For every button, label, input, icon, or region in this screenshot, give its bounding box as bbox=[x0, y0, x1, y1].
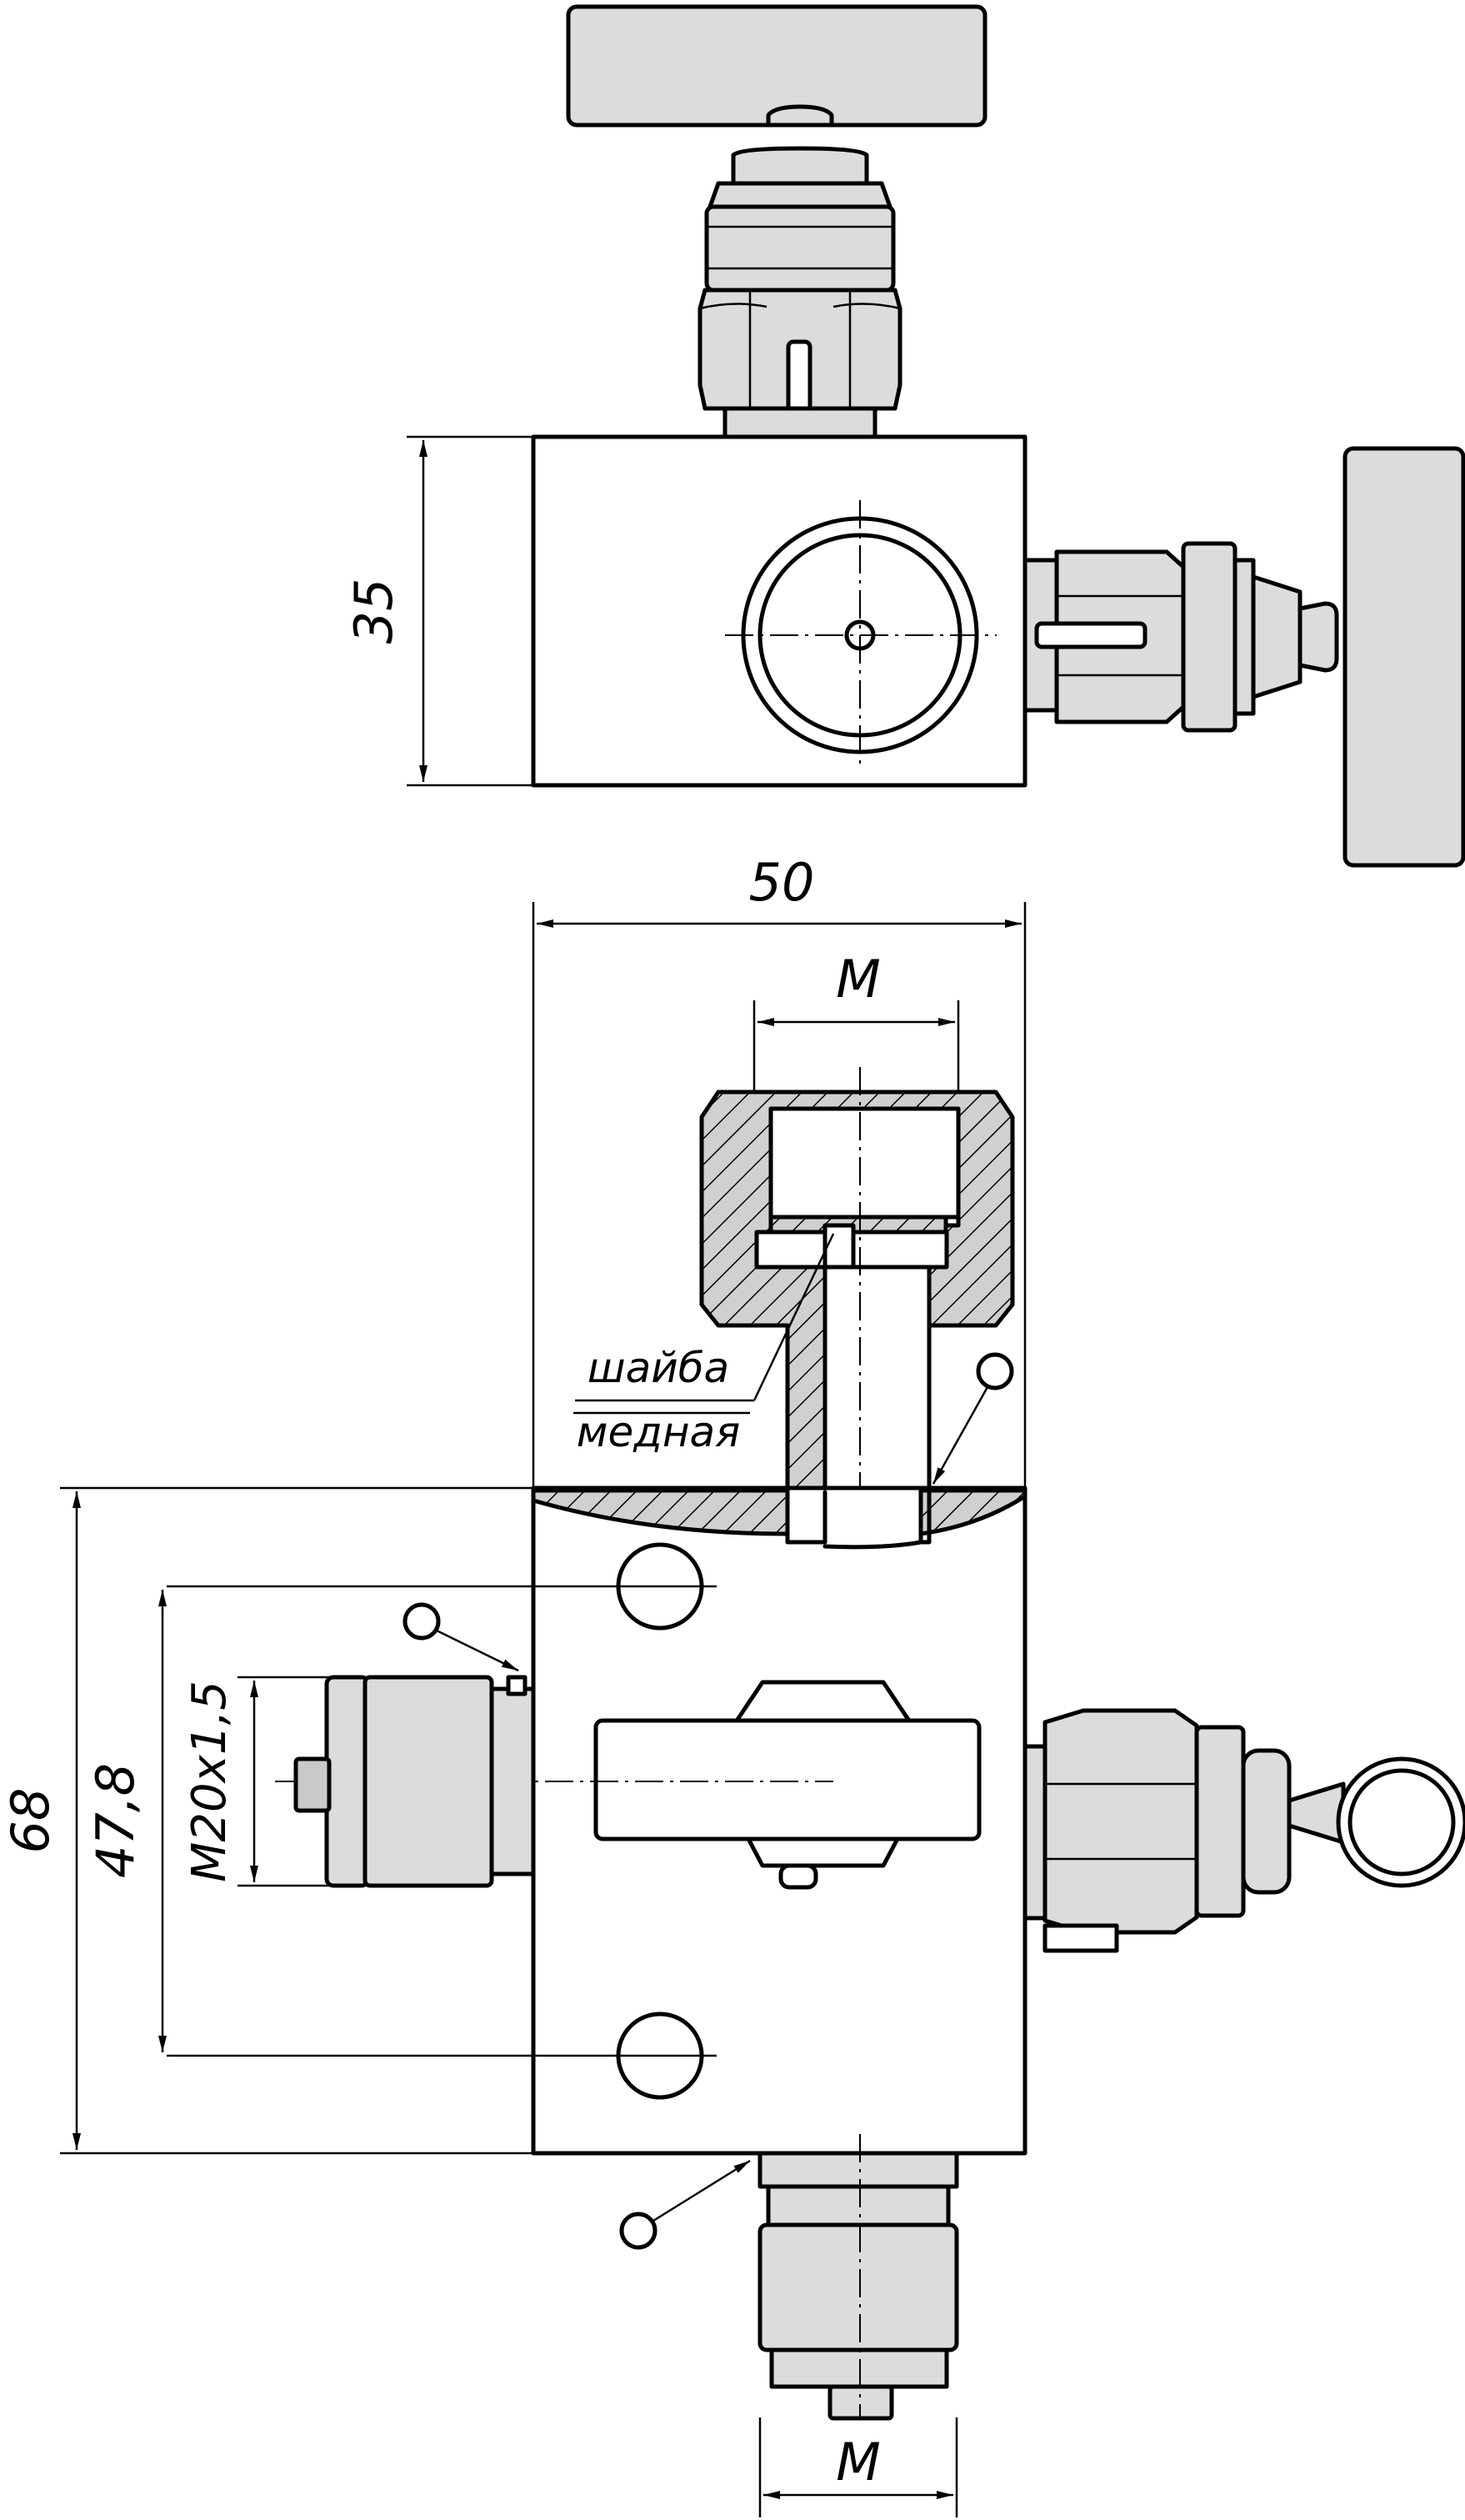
copper-washer bbox=[768, 1215, 948, 1235]
dim-hole-spacing: 47,8 bbox=[85, 1763, 146, 1878]
left-fitting bbox=[324, 1675, 371, 1888]
weld-mark-right bbox=[976, 1352, 1014, 1390]
front-view: 50 M bbox=[0, 852, 1465, 2517]
bottom-fitting bbox=[758, 2151, 959, 2189]
top-handle bbox=[566, 4, 988, 128]
dim-total-height: 68 bbox=[0, 1788, 61, 1854]
right-knob bbox=[1336, 1756, 1465, 1888]
side-handle bbox=[1342, 446, 1465, 868]
top-body bbox=[531, 434, 1028, 788]
washer-label-2: медная bbox=[577, 1408, 740, 1456]
dim-top-height: 35 bbox=[343, 579, 404, 644]
front-handle bbox=[593, 1718, 982, 1841]
right-fitting bbox=[1042, 1708, 1199, 1935]
top-view: 35 bbox=[343, 4, 1465, 868]
dim-thread-bottom: M bbox=[836, 2432, 881, 2492]
dim-width: 50 bbox=[749, 852, 815, 913]
dim-thread-top: M bbox=[836, 949, 881, 1010]
weld-mark-bottom bbox=[619, 2212, 658, 2250]
top-bonnet bbox=[731, 146, 869, 186]
weld-mark-left bbox=[402, 1602, 441, 1641]
washer-label-1: шайба bbox=[588, 1344, 729, 1392]
dim-thread-side: M20x1,5 bbox=[182, 1681, 237, 1882]
top-stem bbox=[766, 104, 834, 128]
